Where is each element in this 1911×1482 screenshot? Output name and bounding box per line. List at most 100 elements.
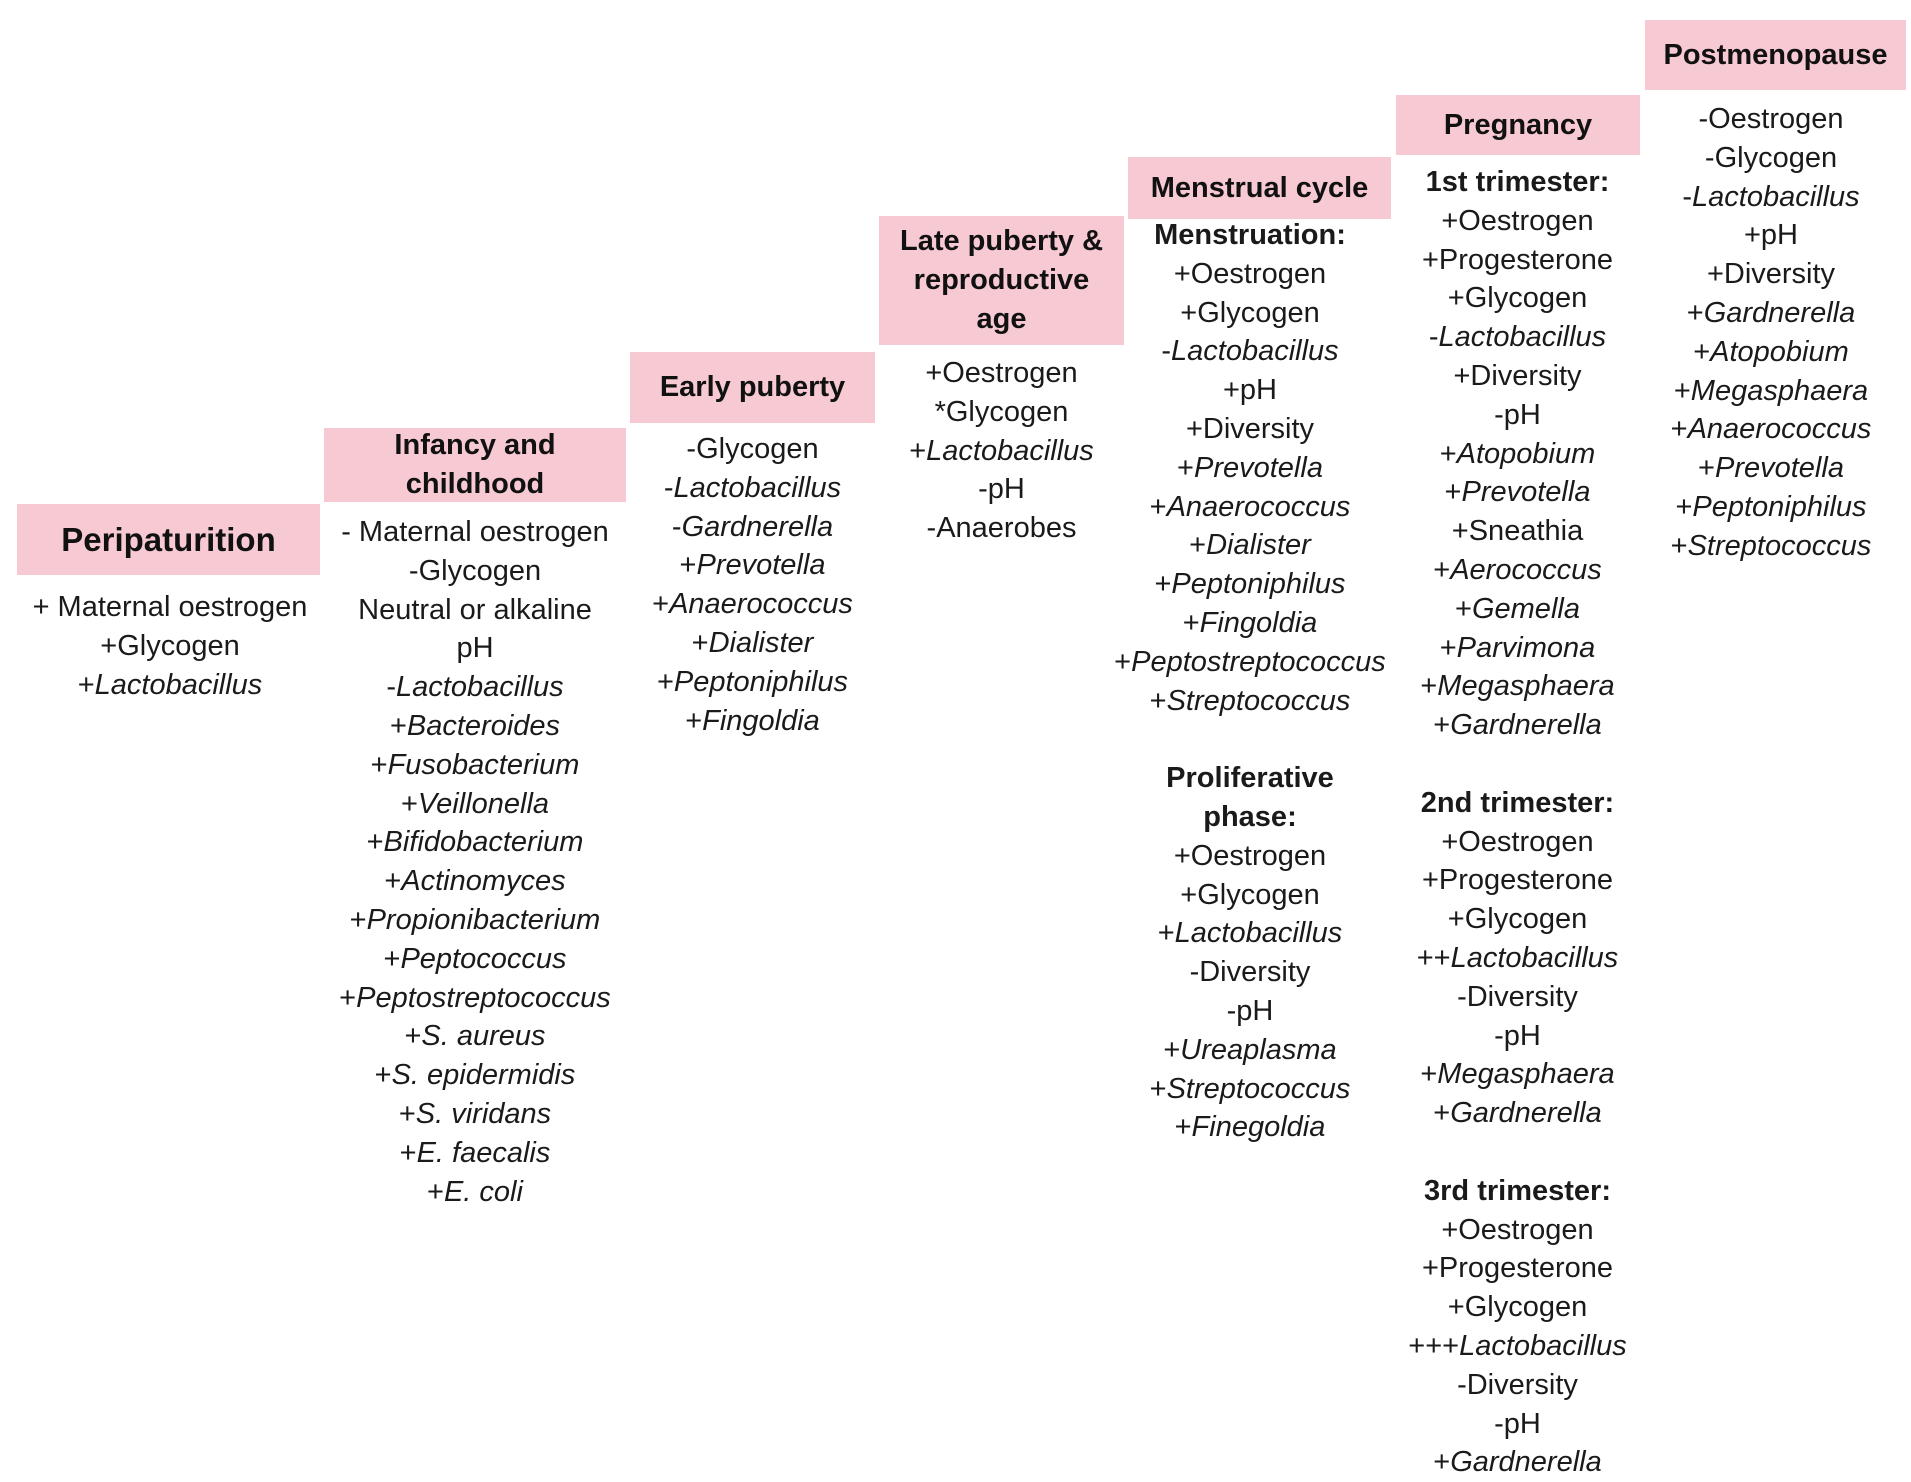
taxon-item: +Fusobacterium (310, 746, 640, 785)
taxon-name: Parvimona (1456, 631, 1596, 664)
factor-item: +Oestrogen (925, 357, 1078, 389)
change-sign: + (370, 748, 388, 781)
taxon-item: -Lactobacillus (310, 668, 640, 707)
taxon-item: +S. aureus (310, 1017, 640, 1056)
factor-item: +pH (1743, 219, 1798, 252)
change-sign: + (1157, 917, 1175, 950)
change-sign: + (1675, 490, 1693, 523)
factor-item: -Oestrogen (1698, 103, 1844, 135)
taxon-item: +Fingoldia (615, 702, 890, 741)
list-early-puberty: -Glycogen-Lactobacillus-Gardnerella+Prev… (615, 430, 890, 740)
subheading: phase: (1203, 800, 1297, 833)
taxon-item: +Anaerococcus (615, 585, 890, 624)
factor-item: - Maternal oestrogen (341, 516, 609, 548)
taxon-item: +Streptococcus (1090, 1070, 1410, 1109)
taxon-name: Lactobacillus (1692, 180, 1860, 213)
change-sign: + (652, 588, 670, 621)
taxon-name: Lactobacillus (926, 434, 1094, 467)
change-sign: + (1455, 592, 1472, 625)
factor-item: -Glycogen (686, 433, 819, 465)
taxon-name: Prevotella (1193, 451, 1323, 484)
change-sign: + (909, 434, 927, 467)
taxon-item: +Parvimona (1380, 629, 1655, 668)
taxon-item: +Megasphaera (1380, 1055, 1655, 1094)
change-sign: + (1693, 335, 1711, 368)
change-sign: + (404, 1020, 422, 1053)
taxon-item: +Gemella (1380, 590, 1655, 629)
taxon-item: +Ureaplasma (1090, 1031, 1410, 1070)
change-sign: - (1428, 321, 1439, 354)
taxon-item: +Actinomyces (310, 862, 640, 901)
taxon-item: +Dialister (1090, 526, 1410, 565)
taxon-name: Anaerococcus (669, 588, 853, 621)
factor-item: -Glycogen (1704, 141, 1838, 174)
taxon-item: +Atopobium (1380, 435, 1655, 474)
taxon-name: Peptoniphilus (673, 665, 849, 698)
factor-item: +Oestrogen (1441, 825, 1594, 858)
taxon-name: Fingoldia (702, 704, 820, 737)
factor-item: +Sneathia (1451, 515, 1584, 548)
change-sign: + (77, 668, 95, 701)
list-late-puberty: +Oestrogen*Glycogen+Lactobacillus-pH-Ana… (870, 354, 1133, 548)
taxon-name: Aerococcus (1450, 553, 1602, 586)
taxon-name: E. coli (443, 1175, 523, 1208)
factor-item: +Glycogen (1447, 903, 1588, 936)
change-sign: + (1433, 1097, 1451, 1130)
taxon-item: +Peptoniphilus (1090, 565, 1410, 604)
taxon-item: -Gardnerella (615, 508, 890, 547)
change-sign: + (427, 1175, 444, 1208)
change-sign: + (1670, 413, 1688, 446)
taxon-item: +Aerococcus (1380, 551, 1655, 590)
taxon-name: Streptococcus (1166, 1072, 1351, 1105)
change-sign: + (1182, 606, 1200, 639)
change-sign: + (679, 549, 697, 582)
taxon-item: +Bifidobacterium (310, 823, 640, 862)
change-sign: + (399, 1136, 417, 1169)
change-sign: + (1174, 1111, 1192, 1144)
taxon-item: +Peptostreptococcus (310, 979, 640, 1018)
change-sign: - (386, 671, 396, 704)
taxon-item: +Gardnerella (1380, 1443, 1655, 1482)
factor-item: +Diversity (1706, 258, 1836, 291)
factor-item: -pH (1226, 994, 1274, 1027)
change-sign: + (1433, 1446, 1451, 1479)
change-sign: - (663, 471, 674, 504)
taxon-item: +Gardnerella (1380, 1094, 1655, 1133)
header-late-puberty: Late puberty & reproductive age (879, 216, 1124, 345)
taxon-name: Lactobacillus (1174, 917, 1343, 950)
taxon-name: Peptostreptococcus (356, 981, 611, 1014)
taxon-item: +Propionibacterium (310, 901, 640, 940)
taxon-item: +Veillonella (310, 785, 640, 824)
taxon-name: Prevotella (696, 549, 826, 582)
taxon-name: Gardnerella (1450, 1446, 1602, 1479)
factor-item: +Oestrogen (1441, 204, 1594, 237)
taxon-name: Prevotella (1461, 476, 1591, 509)
spacer (1380, 1133, 1655, 1172)
taxon-item: +Bacteroides (310, 707, 640, 746)
taxon-item: +Lactobacillus (870, 432, 1133, 471)
factor-item: + Maternal oestrogen (32, 591, 308, 623)
change-sign: + (374, 1059, 392, 1092)
taxon-name: Peptoniphilus (1171, 568, 1346, 601)
subheading: 3rd trimester: (1424, 1174, 1611, 1207)
change-sign: + (1686, 296, 1704, 329)
taxon-item: +Finegoldia (1090, 1108, 1410, 1147)
taxon-name: Finegoldia (1191, 1111, 1326, 1144)
taxon-item: +S. epidermidis (310, 1056, 640, 1095)
change-sign: - (671, 510, 682, 543)
taxon-name: Anaerococcus (1166, 490, 1351, 523)
factor-item: -pH (1494, 398, 1541, 431)
factor-item: +Progesterone (1421, 1252, 1614, 1285)
taxon-name: Fusobacterium (387, 748, 580, 781)
taxon-name: Peptoniphilus (1692, 490, 1867, 523)
factor-item: +Glycogen (1180, 878, 1320, 911)
taxon-item: +Streptococcus (1090, 682, 1410, 721)
change-sign: + (1189, 529, 1207, 562)
change-sign: ++ (1416, 941, 1451, 974)
taxon-name: Prevotella (1714, 452, 1844, 485)
factor-item: pH (456, 632, 494, 665)
taxon-name: E. faecalis (416, 1136, 551, 1169)
taxon-name: Lactobacillus (94, 668, 263, 701)
factor-item: +Progesterone (1421, 864, 1614, 897)
taxon-item: +Prevotella (1090, 449, 1410, 488)
